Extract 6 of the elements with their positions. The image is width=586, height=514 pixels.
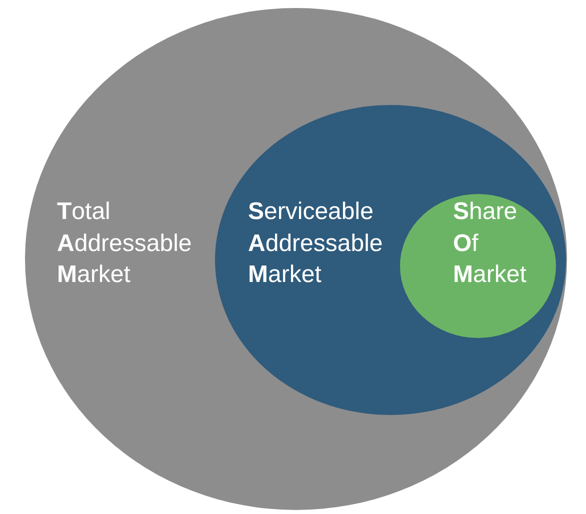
circle-label: Share Of Market (453, 197, 526, 290)
inner-circle (400, 194, 556, 338)
ellipse-label: Serviceable Addressable Market (248, 197, 383, 290)
outer-ellipse (25, 8, 567, 510)
ellipse-label: Total Addressable Market (57, 197, 192, 290)
middle-ellipse (215, 105, 566, 415)
